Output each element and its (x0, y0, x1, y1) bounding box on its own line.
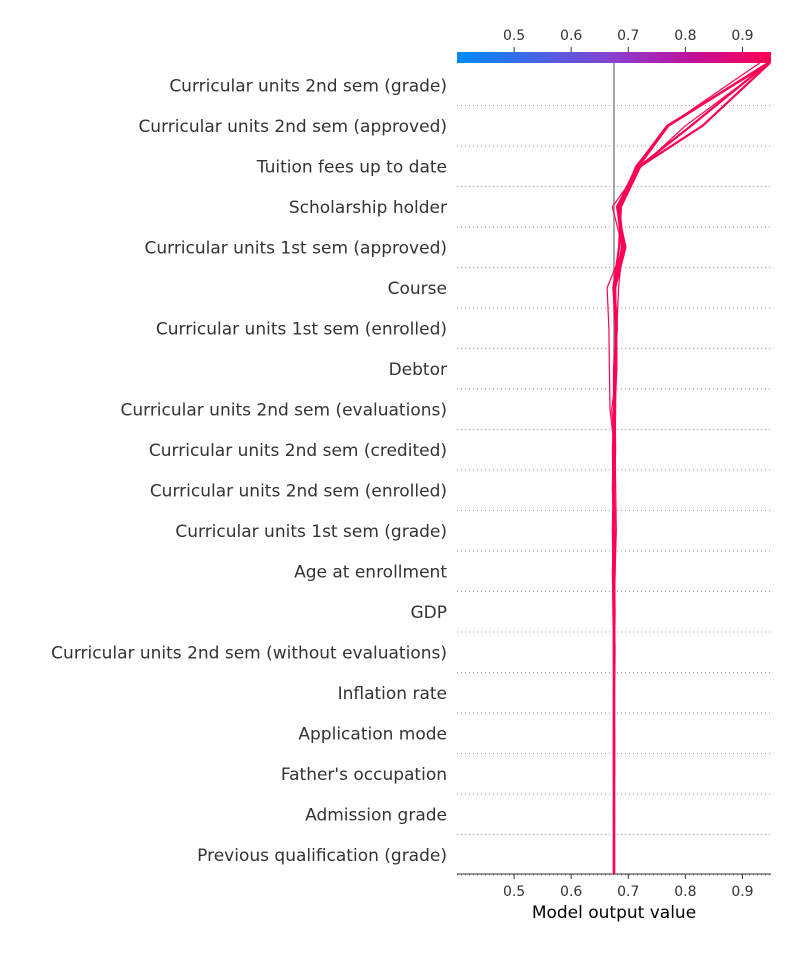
x-tick-label-top: 0.8 (674, 28, 696, 44)
feature-label: Application mode (298, 724, 447, 744)
x-tick-label-bottom: 0.5 (503, 884, 525, 900)
feature-label: Debtor (389, 360, 447, 380)
decision-path-line (612, 62, 769, 874)
decision-path-line (611, 62, 770, 874)
decision-path-line (611, 62, 769, 874)
decision-path-line (611, 62, 769, 874)
feature-label: Curricular units 1st sem (grade) (175, 522, 447, 542)
feature-label: Curricular units 2nd sem (credited) (149, 441, 447, 461)
x-tick-label-bottom: 0.6 (560, 884, 582, 900)
decision-path-line (612, 62, 771, 874)
colorbar-gradient (457, 52, 771, 63)
feature-label: Curricular units 1st sem (enrolled) (156, 319, 447, 339)
x-tick-label-bottom: 0.8 (674, 884, 696, 900)
x-axis-title: Model output value (532, 903, 696, 923)
x-tick-label-top: 0.6 (560, 28, 582, 44)
feature-label: Curricular units 2nd sem (enrolled) (150, 481, 447, 501)
x-tick-label-bottom: 0.9 (731, 884, 753, 900)
feature-label: Curricular units 2nd sem (approved) (138, 117, 447, 137)
colorbar (457, 52, 771, 63)
feature-label: Age at enrollment (294, 562, 447, 582)
feature-label: GDP (410, 603, 447, 623)
feature-label: Tuition fees up to date (256, 157, 447, 177)
x-tick-label-top: 0.9 (731, 28, 753, 44)
x-tick-label-top: 0.7 (617, 28, 639, 44)
feature-label: Curricular units 2nd sem (grade) (169, 76, 447, 96)
feature-label: Inflation rate (338, 684, 447, 704)
feature-label: Course (388, 279, 447, 299)
decision-paths (606, 62, 771, 874)
feature-label: Previous qualification (grade) (197, 846, 447, 866)
feature-label: Father's occupation (281, 765, 447, 785)
feature-label: Curricular units 1st sem (approved) (144, 238, 447, 258)
feature-label: Curricular units 2nd sem (without evalua… (51, 643, 447, 663)
feature-label: Scholarship holder (289, 198, 447, 218)
feature-label: Curricular units 2nd sem (evaluations) (120, 400, 447, 420)
x-tick-label-bottom: 0.7 (617, 884, 639, 900)
feature-label: Admission grade (305, 805, 447, 825)
decision-path-line (611, 62, 771, 874)
feature-labels: Curricular units 2nd sem (grade) Curricul… (51, 76, 447, 866)
x-tick-label-top: 0.5 (503, 28, 525, 44)
